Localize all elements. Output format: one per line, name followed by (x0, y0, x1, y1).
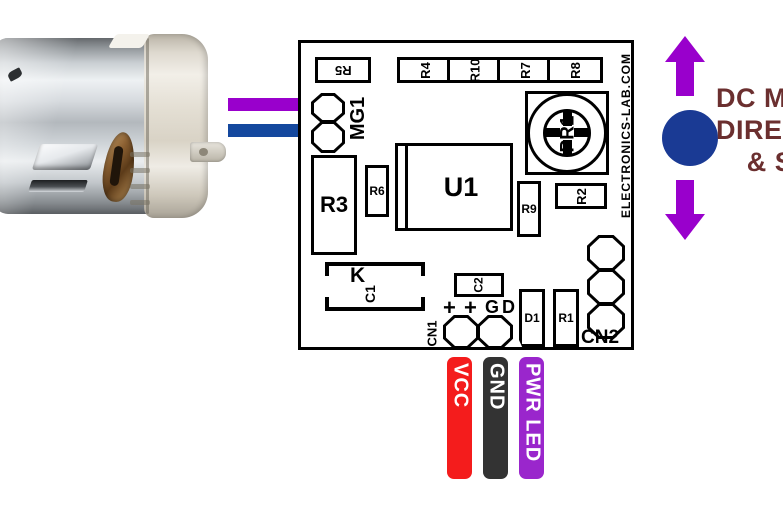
component-r2: R2 (555, 183, 607, 209)
component-label-k: K (350, 264, 366, 287)
pin-label-pwr-led: PWR LED (519, 357, 544, 479)
pin-label-gnd: GND (483, 357, 508, 479)
component-r3: R3 (311, 155, 357, 255)
component-label-u1: U1 (443, 171, 479, 202)
pad-cn1-b (477, 315, 513, 349)
motor-rib-1 (130, 152, 150, 157)
u1-polarity-mark (405, 143, 408, 231)
motor-vent-upper (31, 144, 99, 170)
cn1-mark-d: D (502, 297, 515, 317)
arrow-up-icon (665, 36, 705, 96)
pin-label-group: VCC GND PWR LED (447, 357, 551, 481)
component-label-r7: R7 (517, 61, 533, 79)
blue-wire (228, 124, 314, 137)
component-label-c1: C1 (361, 285, 378, 303)
pad-cn2-c (587, 303, 625, 339)
component-label-r2: R2 (573, 187, 589, 205)
silkscreen-website: ELECTRONICS-LAB.COM (619, 53, 633, 218)
component-label-r3: R3 (319, 192, 349, 217)
component-label-cn1: CN1 (424, 320, 440, 347)
c1-silk-bottom (325, 307, 425, 311)
component-label-r6: R6 (369, 184, 385, 198)
component-label-mg1: MG1 (347, 96, 370, 141)
cn1-mark-plus-1: + (443, 295, 456, 320)
component-label-r8: R8 (567, 61, 583, 79)
component-r5: R5 (315, 57, 371, 83)
cn1-mark-g: G (485, 297, 500, 317)
motor-can (0, 38, 170, 214)
pr1-slot-bottom (563, 140, 572, 155)
pr1-inner-ring (543, 109, 591, 157)
c1-silk-top (325, 262, 425, 266)
component-u1: U1 (395, 143, 513, 231)
pad-cn2-a (587, 235, 625, 271)
component-r1: R1 (553, 289, 579, 347)
component-label-cn2: CN2 (581, 327, 620, 348)
component-label-r10: R10 (467, 58, 483, 82)
motor-rib-4 (130, 200, 150, 205)
pr1-slot-right (574, 128, 589, 137)
pin-label-vcc-text: VCC (449, 363, 471, 409)
component-r6: R6 (365, 165, 389, 217)
pin-label-pwr-led-text: PWR LED (521, 363, 543, 463)
component-r9: R9 (517, 181, 541, 237)
pr1-outer-ring (527, 93, 607, 173)
c1-silk-bottom-left (325, 297, 329, 311)
c1-silk-bottom-right (421, 297, 425, 311)
component-c2: C2 (454, 273, 504, 297)
title-line-1: DC M (716, 83, 783, 113)
direction-indicator (654, 34, 718, 242)
motor-endcap-seam (146, 38, 149, 214)
pin-label-gnd-text: GND (485, 363, 507, 411)
component-label-r9: R9 (521, 202, 537, 216)
purple-wire (228, 98, 314, 111)
pcb-outline: R5 R4 R10 R7 R8 ELECTRONICS-LAB.COM MG1 … (298, 40, 634, 350)
component-label-pr1: PR1 (557, 115, 579, 153)
motor-vent-lower (28, 180, 88, 192)
component-r8: R8 (547, 57, 603, 83)
component-label-r5: R5 (334, 62, 352, 78)
page-title: DC M DIRE & S (716, 82, 783, 178)
c1-silk-top-right (421, 262, 425, 276)
arrow-down-icon (665, 180, 705, 240)
rotor-circle (662, 110, 718, 166)
component-r7: R7 (497, 57, 553, 83)
component-d1: D1 (519, 289, 545, 347)
motor-rib-3 (130, 184, 150, 189)
cn1-mark-plus-2: + (464, 295, 477, 320)
pin-label-vcc: VCC (447, 357, 472, 479)
pad-cn2-b (587, 269, 625, 305)
pr1-slot-top (563, 111, 572, 126)
pad-cn1-a (443, 315, 479, 349)
component-label-c2: C2 (472, 277, 486, 293)
title-line-2: DIRE (716, 115, 783, 145)
component-r4: R4 (397, 57, 453, 83)
component-label-r1: R1 (558, 311, 574, 325)
dc-motor-image (0, 34, 226, 218)
c1-silk-top-left (325, 262, 329, 276)
pad-mg1-b (311, 121, 345, 153)
motor-mount-tab (190, 142, 226, 162)
component-label-d1: D1 (524, 311, 540, 325)
pad-mg1-a (311, 93, 345, 123)
pr1-slot-left (545, 128, 560, 137)
component-r10: R10 (447, 57, 503, 83)
component-label-r4: R4 (417, 61, 433, 79)
title-line-3: & S (746, 147, 783, 177)
motor-endcap (144, 34, 208, 218)
motor-rib-2 (130, 168, 150, 173)
